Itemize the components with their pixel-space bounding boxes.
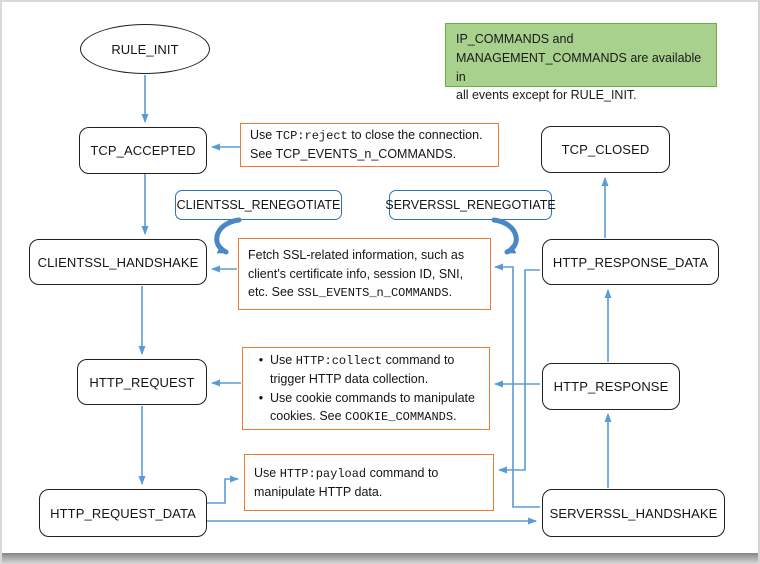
node-serverssl-renegotiate-label: SERVERSSL_RENEGOTIATE (385, 198, 556, 212)
node-http-request-label: HTTP_REQUEST (89, 374, 195, 390)
node-http-request: HTTP_REQUEST (77, 359, 207, 405)
node-clientssl-renegotiate-label: CLIENTSSL_RENEGOTIATE (176, 198, 341, 212)
node-clientssl-handshake-label: CLIENTSSL_HANDSHAKE (37, 254, 199, 270)
node-tcp-closed: TCP_CLOSED (541, 126, 670, 173)
node-tcp-accepted-label: TCP_ACCEPTED (90, 143, 196, 158)
node-http-response: HTTP_RESPONSE (542, 363, 680, 410)
ssl-note-line3-post: . (448, 285, 453, 300)
tcp-note-line1-pre: Use (250, 128, 276, 143)
availability-note: IP_COMMANDS and MANAGEMENT_COMMANDS are … (445, 23, 717, 102)
payload-note: Use HTTP:payload command to manipulate H… (244, 454, 494, 511)
payload-note-line1-post: command to (366, 465, 439, 480)
node-clientssl-renegotiate: CLIENTSSL_RENEGOTIATE (175, 190, 342, 220)
payload-note-line2: manipulate HTTP data. (254, 484, 383, 499)
ssl-note: Fetch SSL-related information, such as c… (238, 238, 491, 310)
node-tcp-accepted: TCP_ACCEPTED (79, 127, 207, 174)
payload-note-line1: Use HTTP:payload command to (254, 464, 484, 483)
node-rule-init-label: RULE_INIT (111, 41, 179, 57)
payload-note-line1-pre: Use (254, 465, 280, 480)
ssl-note-line3: etc. See SSL_EVENTS_n_COMMANDS. (248, 283, 481, 302)
http-note-b1-line1-pre: Use (270, 352, 296, 367)
http-note-b2-line2-pre: cookies. See (270, 409, 346, 424)
ssl-note-line2: client’s certificate info, session ID, S… (248, 266, 464, 281)
arrow-http-response-data-to-payload-note (498, 269, 540, 474)
node-serverssl-renegotiate: SERVERSSL_RENEGOTIATE (385, 190, 556, 220)
node-serverssl-handshake-label: SERVERSSL_HANDSHAKE (549, 505, 718, 521)
node-serverssl-handshake: SERVERSSL_HANDSHAKE (542, 489, 725, 537)
node-http-response-label: HTTP_RESPONSE (553, 379, 669, 394)
http-note-b1-line1-code: HTTP:collect (295, 353, 383, 368)
node-tcp-closed-label: TCP_CLOSED (561, 142, 650, 157)
tcp-note-line2: See TCP_EVENTS_n_COMMANDS. (250, 147, 457, 162)
availability-note-line2: MANAGEMENT_COMMANDS are available in (456, 50, 702, 84)
http-note-b1-line1-post: command to (382, 352, 455, 367)
availability-note-line1: IP_COMMANDS and (456, 32, 574, 46)
bullet-icon: • (258, 352, 264, 367)
node-clientssl-handshake: CLIENTSSL_HANDSHAKE (29, 239, 207, 285)
http-note-b2-line1: Use cookie commands to manipulate (270, 390, 475, 405)
http-note-b1-line2: trigger HTTP data collection. (270, 371, 429, 386)
node-http-request-data-label: HTTP_REQUEST_DATA (50, 505, 196, 521)
node-http-response-data: HTTP_RESPONSE_DATA (542, 239, 719, 285)
ssl-note-line3-code: SSL_EVENTS_n_COMMANDS (297, 286, 449, 301)
ssl-note-line3-pre: etc. See (248, 285, 298, 300)
loop-arrow-clientssl-renegotiate (214, 217, 242, 255)
tcp-note-line1-post: to close the connection. (347, 128, 483, 143)
node-http-request-data: HTTP_REQUEST_DATA (39, 489, 207, 537)
loop-arrow-serverssl-renegotiate (491, 217, 519, 255)
node-http-response-data-label: HTTP_RESPONSE_DATA (552, 254, 709, 270)
frame-bottom-shadow (2, 553, 758, 564)
arrow-http-request-data-to-payload-note (207, 475, 239, 504)
node-rule-init: RULE_INIT (80, 24, 210, 74)
tcp-note-line1-code: TCP:reject (275, 129, 348, 144)
tcp-note: Use TCP:reject to close the connection. … (240, 123, 499, 167)
http-note-bullet2: • Use cookie commands to manipulate cook… (252, 389, 480, 427)
payload-note-line1-code: HTTP:payload (279, 466, 367, 481)
http-note-b1-line1: Use HTTP:collect command to (270, 351, 454, 370)
availability-note-line3: all events except for RULE_INIT. (456, 88, 637, 103)
http-note-b2-line2-code: COOKIE_COMMANDS (345, 410, 454, 425)
http-note: • Use HTTP:collect command to trigger HT… (242, 347, 490, 430)
ssl-note-line1: Fetch SSL-related information, such as (248, 247, 465, 262)
arrow-serverssl-handshake-to-ssl-note (494, 263, 540, 508)
http-note-b2-line2-post: . (453, 409, 457, 424)
tcp-note-line1: Use TCP:reject to close the connection. (250, 126, 489, 145)
http-note-b2-line2: cookies. See COOKIE_COMMANDS. (270, 407, 475, 426)
bullet-icon: • (258, 390, 264, 405)
http-note-bullet1: • Use HTTP:collect command to trigger HT… (252, 351, 480, 389)
